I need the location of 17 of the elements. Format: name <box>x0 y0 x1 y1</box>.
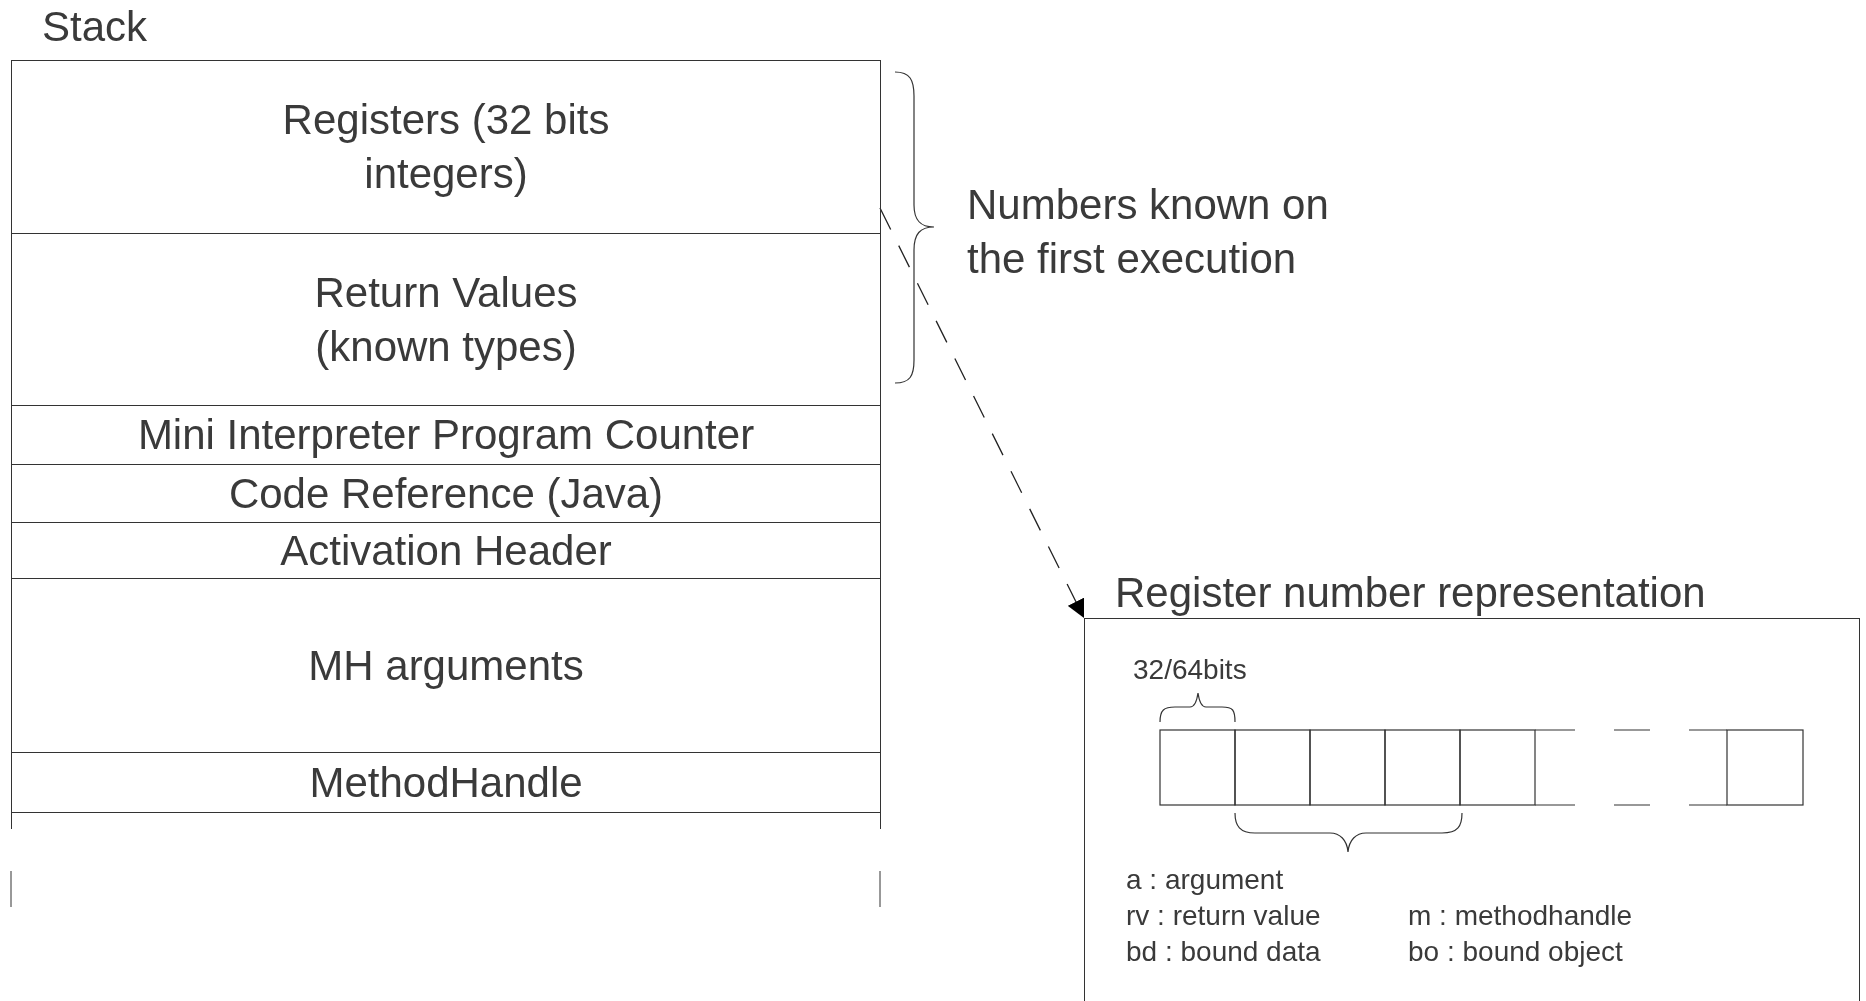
slot-label: Code Reference (Java) <box>228 468 664 519</box>
key-entry: bo : bound object <box>1408 935 1623 969</box>
slot-label: MH arguments <box>308 640 584 691</box>
size-label: 32/64bits <box>1133 653 1247 687</box>
slot-label: Registers (32 bits integers) <box>281 95 611 199</box>
key-entry: m : methodhandle <box>1408 899 1633 933</box>
slot-label: Activation Header <box>280 525 612 576</box>
key-entry: rv : return value <box>1126 899 1321 933</box>
slot-label: Return Values (known types) <box>313 267 579 372</box>
arrow <box>879 207 1085 619</box>
section-title: Register number representation <box>1115 569 1706 617</box>
key-entry: a : argument <box>1126 863 1284 897</box>
section-title: Stack <box>42 3 148 51</box>
annotation-text: Numbers known on the first execution <box>967 180 1330 284</box>
key-entry: bd : bound data <box>1126 935 1321 969</box>
slot-label: MethodHandle <box>309 757 583 808</box>
slot-label: Mini Interpreter Program Counter <box>137 410 755 460</box>
